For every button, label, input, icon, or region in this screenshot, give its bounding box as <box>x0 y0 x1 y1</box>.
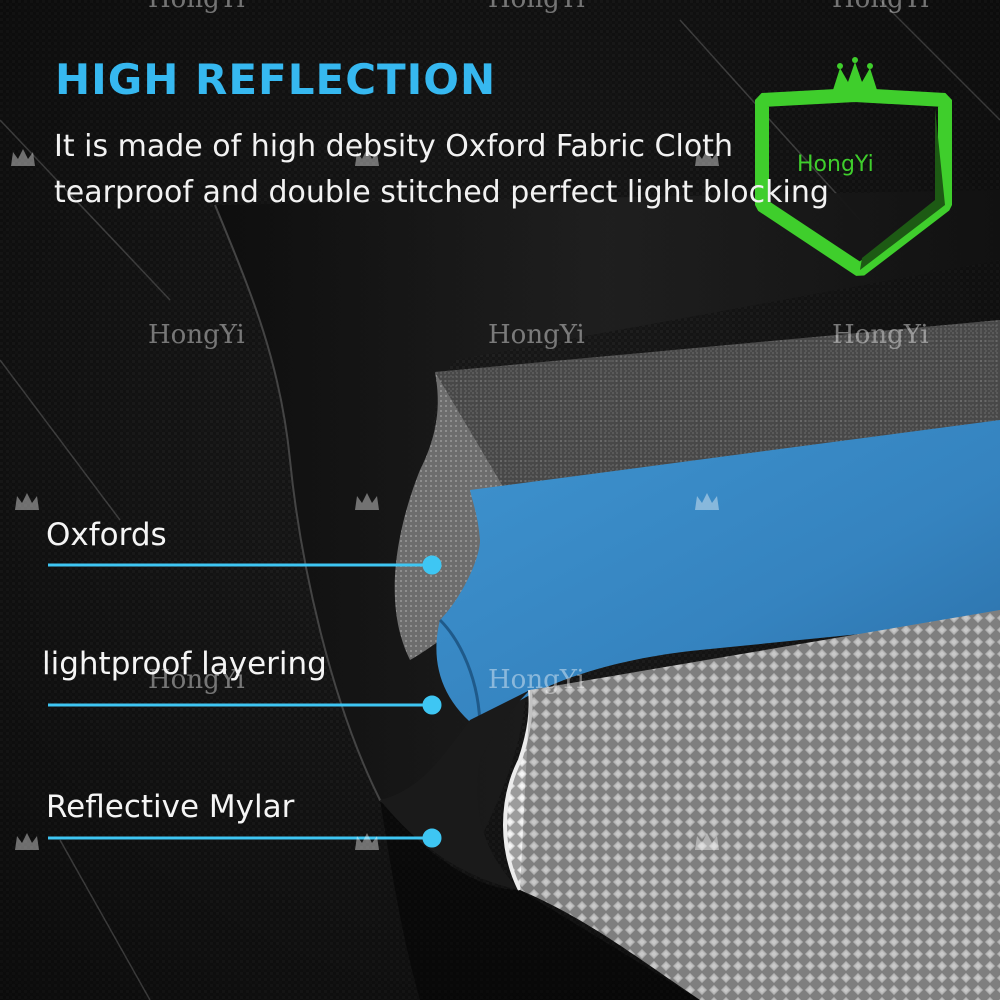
watermark-text: HongYi <box>488 0 585 14</box>
watermark-text: HongYi <box>488 320 585 350</box>
crown-icon <box>355 149 379 166</box>
crown-icon <box>695 493 719 510</box>
watermark-text: HongYi <box>148 0 245 14</box>
crown-icon <box>695 833 719 850</box>
crown-icon <box>11 149 35 166</box>
watermark-text: HongYi <box>832 320 929 350</box>
watermark-text: HongYi <box>488 665 585 695</box>
crown-icon <box>833 57 877 90</box>
crown-icon <box>355 493 379 510</box>
hongyi-logo <box>755 57 952 276</box>
logo-brand-name: HongYi <box>797 152 874 177</box>
watermark-text: HongYi <box>148 665 245 695</box>
callout-label-lightproof: lightproof layering <box>42 646 327 682</box>
description-line-1: It is made of high debsity Oxford Fabric… <box>54 129 733 164</box>
product-description: It is made of high debsity Oxford Fabric… <box>54 124 829 216</box>
page-title: HIGH REFLECTION <box>55 55 497 104</box>
crown-icon <box>355 833 379 850</box>
crown-icon <box>15 493 39 510</box>
callout-label-oxfords: Oxfords <box>46 517 167 553</box>
crown-icon <box>695 149 719 166</box>
crown-icon <box>15 833 39 850</box>
callout-dot-lightproof <box>422 695 442 715</box>
description-line-2: tearproof and double stitched perfect li… <box>54 175 829 210</box>
watermark-text: HongYi <box>148 320 245 350</box>
watermark-text: HongYi <box>832 0 929 14</box>
callout-label-mylar: Reflective Mylar <box>46 789 295 825</box>
callout-dot-mylar <box>422 828 442 848</box>
callout-dot-oxfords <box>422 555 442 575</box>
